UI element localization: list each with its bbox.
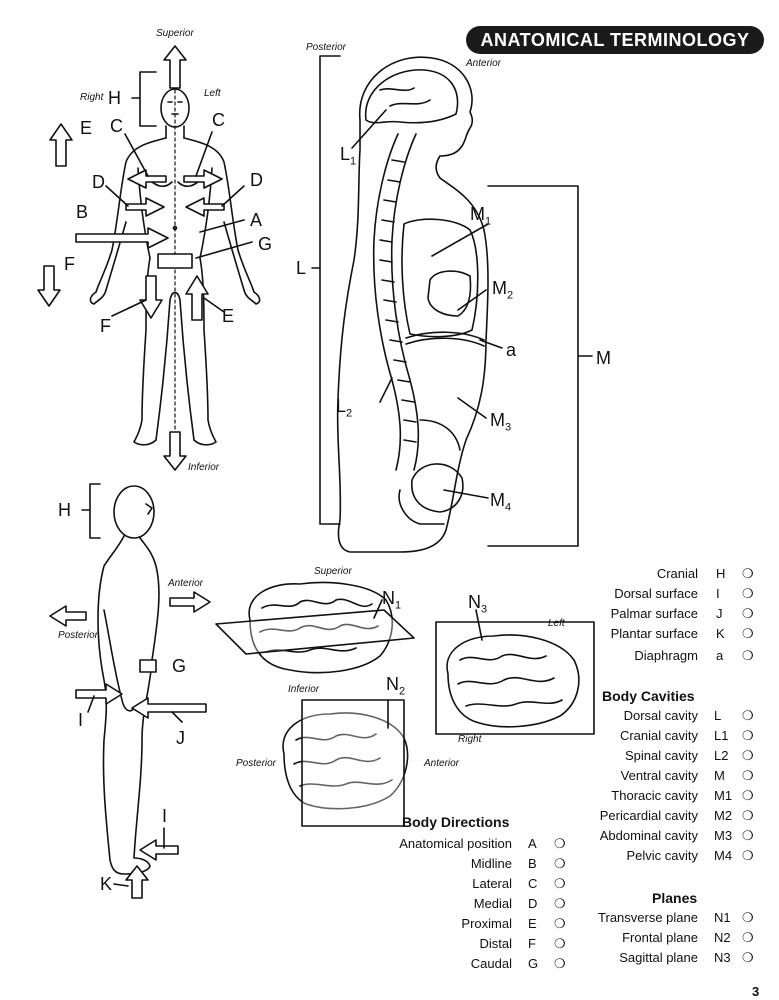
label-h-front: H: [108, 88, 121, 108]
label-g-front: G: [258, 234, 273, 254]
label-n2: N2: [386, 674, 406, 698]
front-superior-label: Superior: [156, 28, 194, 39]
label-f-leg: F: [100, 316, 111, 336]
label-l1: L1: [340, 144, 357, 168]
label-e-top: E: [80, 118, 93, 138]
page-number: 3: [752, 984, 760, 999]
label-c-left: C: [110, 116, 123, 136]
brain-frontal: [282, 699, 409, 827]
brain-right-label: Right: [458, 734, 482, 745]
planes-heading: Planes: [652, 890, 698, 906]
label-m2: M2: [492, 278, 514, 302]
label-j: J: [176, 728, 185, 748]
label-m3: M3: [490, 410, 512, 434]
label-f-left: F: [64, 254, 75, 274]
front-left-label: Left: [204, 88, 221, 99]
label-k: K: [100, 874, 113, 894]
label-h-side: H: [58, 500, 71, 520]
brain-inferior-label: Inferior: [288, 684, 320, 695]
label-m1: M1: [470, 204, 492, 228]
body-cavities-heading: Body Cavities: [602, 688, 695, 704]
side-body-figure: [97, 485, 160, 875]
label-i-foot: I: [162, 806, 168, 826]
label-d-left: D: [92, 172, 105, 192]
brain-left-label: Left: [548, 618, 565, 629]
side-anterior-label: Anterior: [168, 578, 204, 589]
sagittal-body-figure: [336, 56, 489, 553]
brain-transverse: [215, 581, 415, 674]
label-diaphragm-a: a: [506, 340, 517, 360]
front-right-label: Right: [80, 92, 104, 103]
brain-sagittal: [435, 609, 595, 735]
label-n1: N1: [382, 588, 402, 612]
side-posterior-label: Posterior: [58, 630, 99, 641]
label-m4: M4: [490, 490, 512, 514]
label-d-right: D: [250, 170, 263, 190]
page-title: ANATOMICAL TERMINOLOGY: [466, 26, 764, 54]
brain-superior-label: Superior: [314, 566, 352, 577]
label-e-leg: E: [222, 306, 235, 326]
label-b: B: [76, 202, 89, 222]
label-a: A: [250, 210, 263, 230]
label-g-side: G: [172, 656, 187, 676]
front-body-figure: [89, 88, 261, 446]
sagittal-posterior-label: Posterior: [306, 42, 347, 53]
label-c-right: C: [212, 110, 225, 130]
label-i-hand: I: [78, 710, 84, 730]
label-l2: L2: [336, 396, 353, 420]
sagittal-anterior-label: Anterior: [466, 58, 502, 69]
body-directions-heading: Body Directions: [402, 814, 510, 830]
label-m: M: [596, 348, 611, 368]
brain-posterior-label: Posterior: [236, 758, 277, 769]
label-l: L: [296, 258, 307, 278]
label-n3: N3: [468, 592, 488, 616]
front-inferior-label: Inferior: [188, 462, 220, 473]
brain-anterior-label: Anterior: [424, 758, 460, 769]
